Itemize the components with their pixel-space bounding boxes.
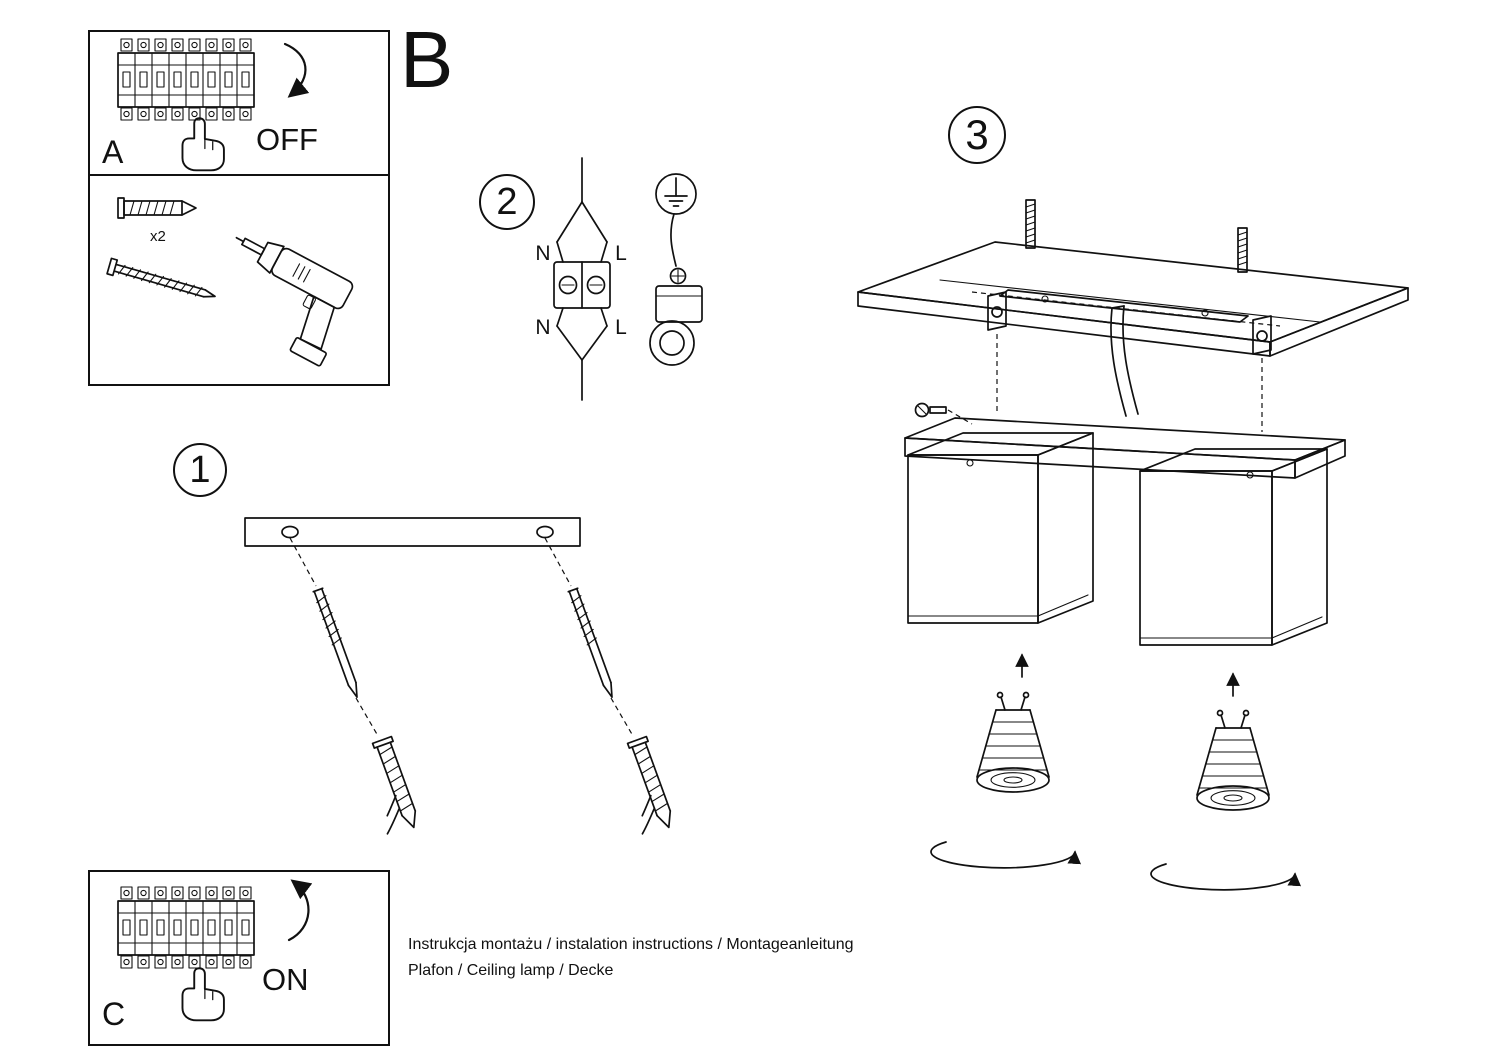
panel-power-on: C ON — [88, 870, 390, 1046]
wire-label-l-bottom: L — [615, 316, 627, 339]
step3-assembly-diagram — [857, 199, 1409, 891]
circuit-breaker-drawing — [118, 887, 254, 968]
ceiling-bracket-drawing — [244, 517, 581, 547]
panel-c-illustration — [90, 879, 313, 1022]
canopy-screw-drawing — [914, 402, 973, 425]
shade-left-drawing — [907, 432, 1094, 624]
wall-anchor-right — [610, 735, 680, 838]
wire-label-l-top: L — [615, 242, 627, 265]
wire-splice-drawing — [553, 157, 611, 401]
footer-instructions-line: Instrukcja montażu / instalation instruc… — [408, 936, 854, 953]
earth-terminal-drawing — [649, 213, 703, 366]
power-off-label: OFF — [256, 122, 318, 157]
gu10-bulb-right — [1196, 709, 1270, 811]
step-1-number: 1 — [189, 448, 211, 491]
footer-product-line: Plafon / Ceiling lamp / Decke — [408, 962, 614, 979]
step-3-number: 3 — [965, 111, 989, 158]
ceiling-plate-drawing — [857, 241, 1409, 357]
wall-anchor-left — [355, 735, 425, 838]
screw-drawing — [106, 257, 216, 298]
wall-plug-drawing — [117, 197, 197, 219]
step2-wiring-diagram: N L N L — [535, 157, 703, 401]
canopy-drawing — [904, 417, 1346, 479]
step1-mounting-diagram — [244, 517, 680, 838]
gu10-bulb-left — [976, 691, 1050, 793]
hanging-bracket-left — [987, 291, 1007, 414]
arrow-up-icon — [287, 879, 313, 942]
pointing-hand-icon — [181, 117, 225, 172]
arrow-down-icon — [283, 42, 310, 98]
tools-illustration — [106, 197, 354, 367]
wire-label-n-bottom: N — [535, 316, 550, 339]
hanger-bolt-left — [1025, 199, 1036, 249]
rotate-arrow-left — [930, 841, 1081, 869]
hanger-bolt-right — [1237, 227, 1248, 273]
section-b-label: B — [400, 15, 454, 104]
panel-c-label: C — [102, 996, 126, 1032]
power-cable-drawing — [1110, 305, 1139, 417]
mounting-screw-left — [311, 587, 364, 700]
mounting-strip-drawing — [971, 289, 1281, 327]
earth-symbol-icon — [655, 173, 697, 215]
circuit-breaker-drawing — [118, 39, 254, 120]
mounting-screw-right — [566, 587, 619, 700]
panel-a-illustration — [90, 32, 310, 172]
step-3-badge: 3 — [948, 106, 1006, 164]
shade-right-drawing — [1139, 448, 1328, 646]
panel-tools: x2 — [88, 174, 390, 386]
pointing-hand-icon — [181, 967, 225, 1022]
drill-drawing — [235, 236, 354, 367]
wire-label-n-top: N — [535, 242, 550, 265]
step-1-badge: 1 — [173, 443, 227, 497]
step-2-number: 2 — [496, 180, 518, 223]
panel-a-label: A — [102, 134, 124, 170]
hanging-bracket-right — [1252, 315, 1272, 432]
panel-power-off: A OFF — [88, 30, 390, 176]
power-on-label: ON — [262, 962, 309, 997]
rotate-arrow-right — [1150, 863, 1301, 891]
step-2-badge: 2 — [479, 174, 535, 230]
quantity-label: x2 — [150, 228, 166, 245]
